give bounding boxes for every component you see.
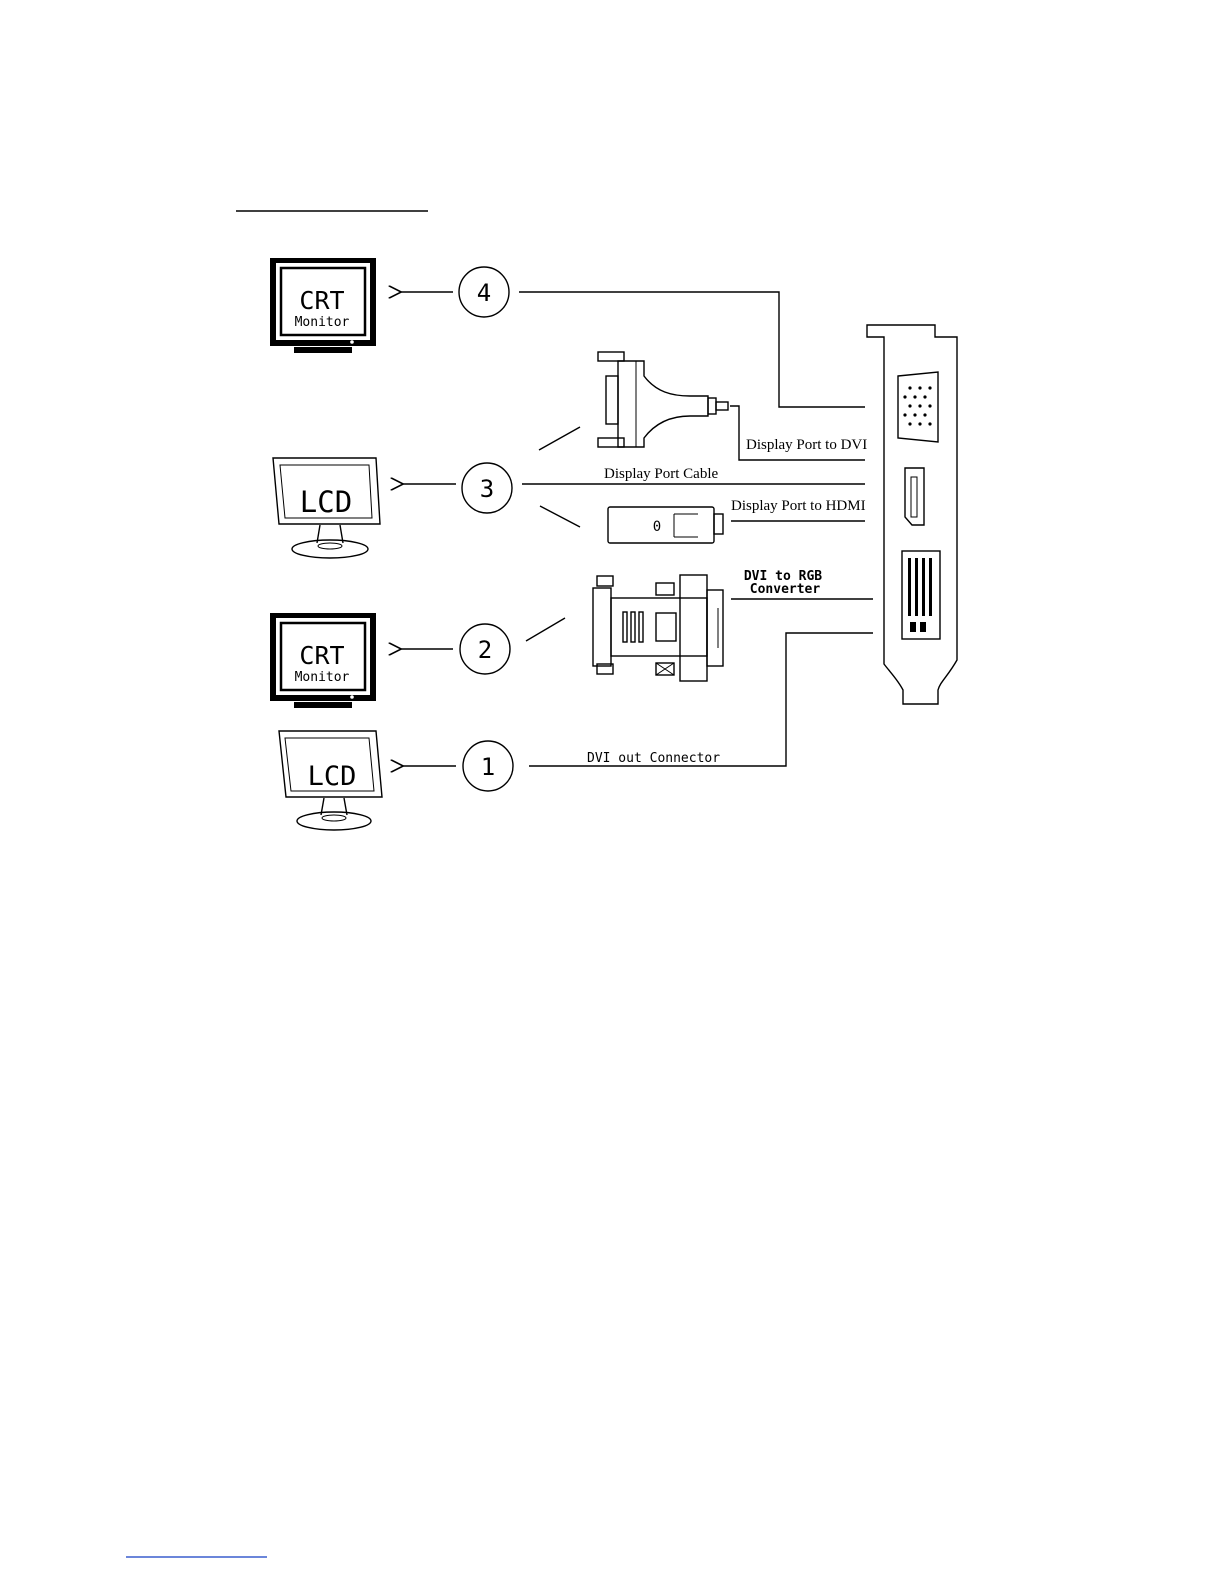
dp-to-dvi-adapter-icon <box>598 352 728 447</box>
label-dp-to-dvi: Display Port to DVI <box>746 437 867 453</box>
crt-monitor-bottom-icon: CRT Monitor <box>270 613 376 708</box>
step-circle-4: 4 <box>459 267 509 317</box>
dvi-out-line <box>529 633 873 766</box>
vga-port-pins <box>903 386 931 425</box>
crt-monitor-top-icon: CRT Monitor <box>270 258 376 353</box>
vga-connection-line <box>519 292 865 407</box>
svg-text:2: 2 <box>478 636 492 664</box>
crt-top-label: CRT <box>299 286 344 315</box>
vga-port-icon <box>898 372 938 442</box>
leader-2-to-rgb-converter <box>526 618 565 641</box>
step-circle-2: 2 <box>460 624 510 674</box>
label-dp-to-hdmi: Display Port to HDMI <box>731 498 866 514</box>
dvi-port-pins <box>908 558 932 632</box>
leader-3-to-hdmi-adapter <box>540 506 580 527</box>
graphics-card-bracket-icon <box>867 325 957 704</box>
svg-text:3: 3 <box>480 475 494 503</box>
dvi-to-rgb-converter-icon <box>593 575 723 681</box>
lcd-monitor-bottom-icon: LCD <box>279 731 382 830</box>
lcd-monitor-mid-icon: LCD <box>273 458 380 558</box>
lcd-mid-label: LCD <box>300 485 352 519</box>
label-dvi-to-rgb-2: Converter <box>750 582 821 597</box>
label-dp-cable: Display Port Cable <box>604 466 718 482</box>
hdmi-adapter-mark: 0 <box>653 519 661 535</box>
crt-bottom-label: CRT <box>299 641 344 670</box>
step-circle-1: 1 <box>463 741 513 791</box>
dp-to-hdmi-adapter-icon: 0 <box>608 507 723 543</box>
crt-bottom-sublabel: Monitor <box>295 670 350 685</box>
svg-text:4: 4 <box>477 279 491 307</box>
leader-3-to-dvi-adapter <box>539 427 580 450</box>
crt-top-sublabel: Monitor <box>295 315 350 330</box>
lcd-bottom-label: LCD <box>308 761 357 792</box>
svg-text:1: 1 <box>481 753 495 781</box>
label-dvi-out: DVI out Connector <box>587 751 720 766</box>
step-circle-3: 3 <box>462 463 512 513</box>
